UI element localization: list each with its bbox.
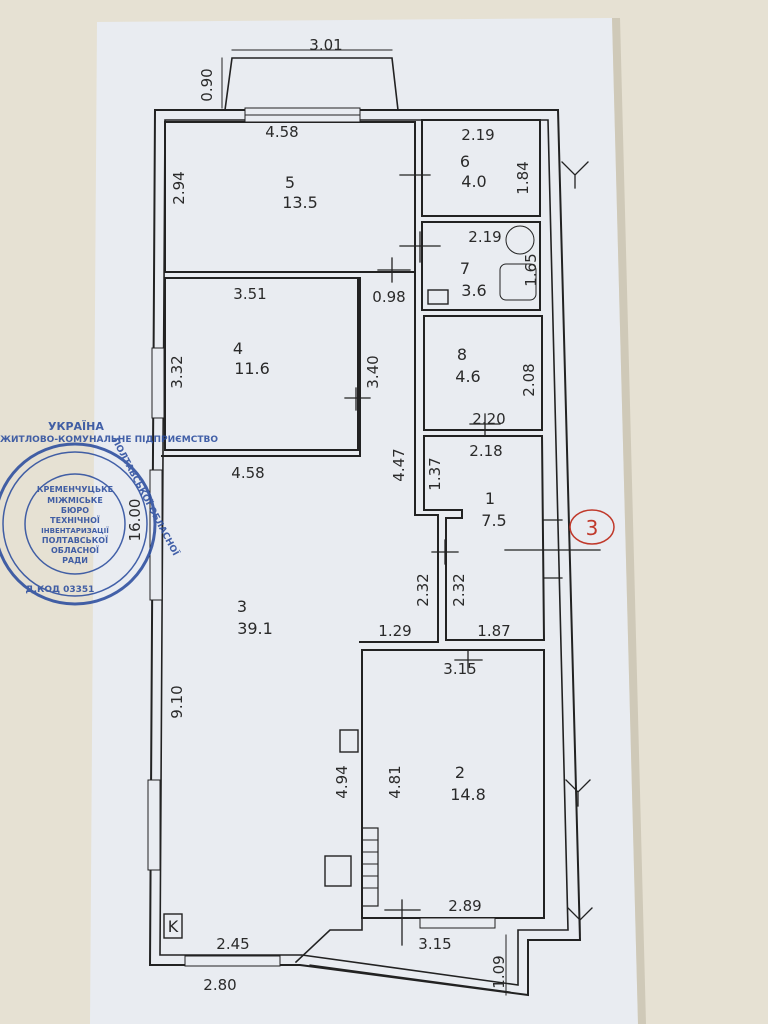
room-1 (423, 435, 546, 641)
paper-shadow (612, 18, 646, 1024)
circle-mark (569, 509, 615, 545)
stamp-ring-top: УКРАЇНА (48, 419, 104, 433)
dim-door-gap: 0.98 (372, 288, 405, 306)
dim-room2-left-outer: 4.94 (333, 765, 351, 798)
room-6-area: 4.0 (461, 172, 486, 191)
dim-room2-top: 3.15 (443, 660, 476, 678)
toilet-icon (427, 289, 449, 305)
entry-symbol-1 (561, 161, 589, 189)
window-bottom-right (419, 917, 496, 929)
dim-bottom-door: 3.15 (418, 935, 451, 953)
dim-corridor-right: 2.32 (450, 573, 468, 606)
window-bottom-left (184, 955, 281, 967)
room-8 (423, 315, 543, 431)
dim-room3-total-height: 16.00 (126, 499, 144, 542)
dim-room5-height: 2.94 (170, 171, 188, 204)
room-8-number: 8 (457, 345, 467, 364)
stamp-center-0: КРЕМЕНЧУЦЬКЕ (37, 485, 113, 494)
window-left-3 (147, 779, 161, 871)
dim-room7-height: 1.65 (522, 253, 540, 286)
room-7-area: 3.6 (461, 281, 486, 300)
k-label: K (168, 917, 179, 936)
dim-room1-bottom: 1.87 (477, 622, 510, 640)
bottom-door-arc (309, 964, 511, 993)
room-7 (421, 221, 541, 311)
stamp-center-1: МІЖМІСЬКЕ (47, 496, 103, 505)
circle-number: 3 (586, 516, 599, 540)
room-3 (161, 277, 361, 457)
dimension-labels: 3.01 0.90 4.58 2.94 2.19 1.84 2.19 1.65 … (126, 36, 540, 994)
k-box (163, 913, 183, 939)
stamp-center-3: ТЕХНІЧНОЇ (50, 515, 100, 525)
balcony (224, 57, 399, 111)
entrance-wall (294, 917, 363, 964)
room-1-area: 7.5 (481, 511, 506, 530)
room-8-area: 4.6 (455, 367, 480, 386)
outer-wall (148, 109, 582, 997)
dim-room7-width: 2.19 (468, 228, 501, 246)
dim-room1-width: 2.18 (469, 442, 502, 460)
outer-wall-inner (159, 119, 569, 986)
stamp-center-5: ПОЛТАВСЬКОЇ (42, 535, 108, 545)
room-5-area: 13.5 (282, 193, 318, 212)
dim-room5-width: 4.58 (265, 123, 298, 141)
room-4-area: 11.6 (234, 359, 270, 378)
paper-sheet (90, 18, 638, 1024)
dim-room3-step: 1.29 (378, 622, 411, 640)
room-3-area: 39.1 (237, 619, 273, 638)
room-3-number: 3 (237, 597, 247, 616)
room-7-number: 7 (460, 259, 470, 278)
dim-room2-left: 4.81 (386, 765, 404, 798)
room-6 (421, 119, 541, 217)
stamp-center-2: БЮРО (61, 506, 89, 515)
bath-icon (499, 263, 537, 301)
door-ticks (344, 159, 501, 946)
stamp-center-6: ОБЛАСНОЇ (51, 545, 99, 555)
room-6-number: 6 (460, 152, 470, 171)
stamp-center-4: ІНВЕНТАРИЗАЦІЇ (41, 526, 109, 535)
stamp-code: Д.КОД 03351 (26, 585, 95, 595)
radiator-icon (361, 827, 379, 907)
dim-room3-width: 4.58 (231, 464, 264, 482)
dim-balcony-width: 3.01 (309, 36, 342, 54)
room-2-number: 2 (455, 763, 465, 782)
dim-room1-height: 1.37 (426, 457, 444, 490)
dim-room4-width: 3.51 (233, 285, 266, 303)
stamp-center-7: РАДИ (62, 556, 88, 565)
dim-room8-height: 2.08 (520, 363, 538, 396)
stove-icon (324, 855, 352, 887)
dim-bottom-left-outer: 2.80 (203, 976, 236, 994)
dim-room2-bottom: 2.89 (448, 897, 481, 915)
dim-corridor-left: 2.32 (414, 573, 432, 606)
room-2-area: 14.8 (450, 785, 486, 804)
dim-room4-height-left: 3.32 (168, 355, 186, 388)
stamp-ring-left: ЖИТЛОВО-КОМУНАЛЬНЕ ПІДПРИЄМСТВО (0, 435, 218, 445)
corridor-wall (359, 271, 439, 643)
dim-bottom-right: 1.09 (490, 955, 508, 988)
dim-room4-height-right: 3.40 (364, 355, 382, 388)
sink-icon (339, 729, 359, 753)
dim-room6-width: 2.19 (461, 126, 494, 144)
dim-room3-height: 9.10 (168, 685, 186, 718)
dim-room6-height: 1.84 (514, 161, 532, 194)
shower-icon (505, 225, 535, 255)
room-1-number: 1 (485, 489, 495, 508)
window-left-1 (151, 347, 165, 419)
room-labels: 5 13.5 6 4.0 7 3.6 4 11.6 8 4.6 1 7.5 3 … (233, 152, 507, 804)
dim-bottom-left-inner: 2.45 (216, 935, 249, 953)
entry-symbol-2 (565, 779, 591, 807)
room-4 (164, 277, 359, 451)
room-4-number: 4 (233, 339, 243, 358)
room-5-number: 5 (285, 173, 295, 192)
dim-room8-width: 2.20 (472, 410, 505, 428)
dim-balcony-depth: 0.90 (198, 68, 216, 101)
dim-corridor-height: 4.47 (390, 448, 408, 481)
entry-symbol-3 (567, 907, 593, 936)
